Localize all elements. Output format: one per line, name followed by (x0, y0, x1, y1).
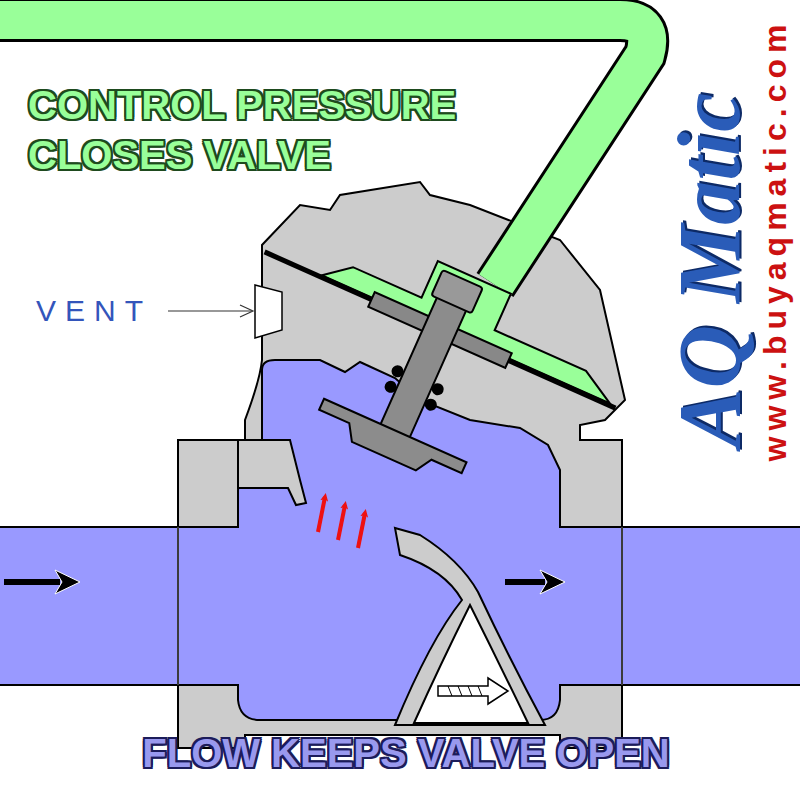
logo-text: AQ Matic (662, 93, 758, 447)
website-url: www.buyaqmatic.com (757, 19, 793, 462)
outlet-pipe (620, 527, 800, 685)
caption-text: FLOW KEEPS VALVE OPEN (12, 728, 800, 778)
cored-void (414, 605, 528, 723)
logo-text-box: AQ Matic (662, 70, 758, 470)
website-url-box: www.buyaqmatic.com (757, 10, 793, 470)
control-line-outline (0, 20, 647, 285)
inlet-pipe (0, 527, 180, 685)
actuator (208, 195, 640, 534)
control-line (0, 20, 647, 285)
vent-label: VENT (36, 292, 166, 330)
heading-text-box: CONTROL PRESSURE CLOSES VALVE (28, 80, 548, 180)
vent-leader (168, 310, 252, 311)
valve-body (178, 182, 625, 748)
vent-port (255, 285, 282, 338)
partition (395, 528, 545, 725)
caption-text-box: FLOW KEEPS VALVE OPEN (12, 728, 800, 784)
white-arrow (438, 678, 508, 704)
seat-wall (238, 440, 306, 505)
heading-text: CONTROL PRESSURE CLOSES VALVE (28, 80, 548, 180)
vent-label-box: VENT (36, 292, 166, 332)
